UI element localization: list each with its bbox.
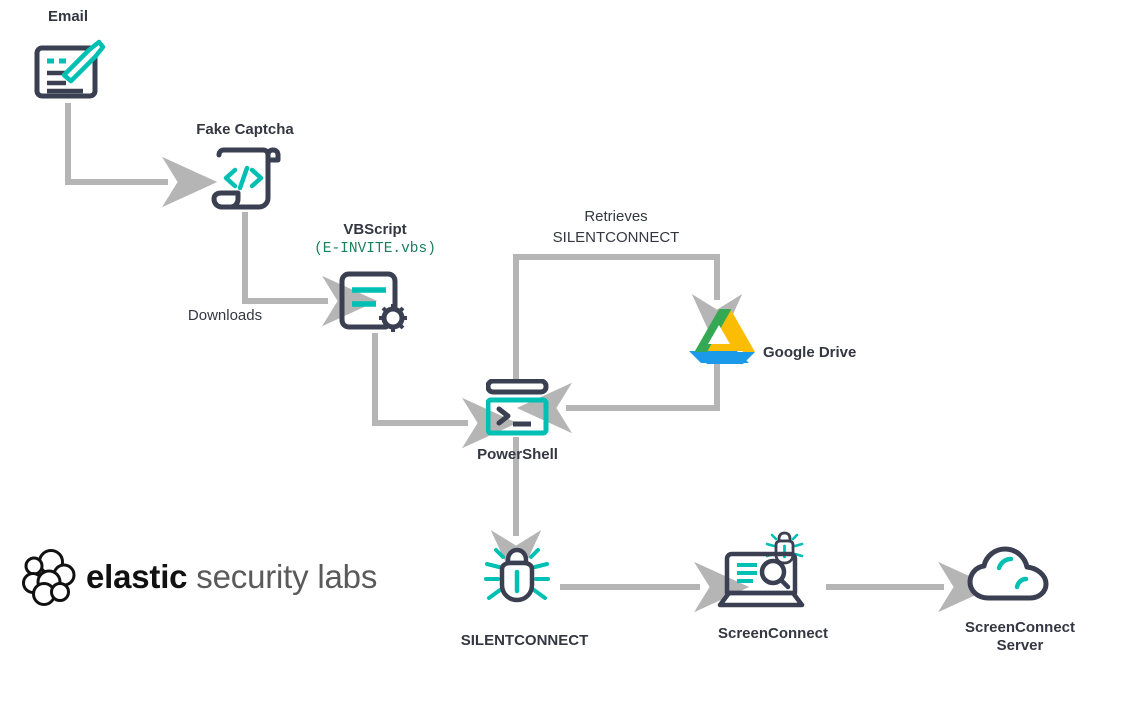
edge-vbscript-to-powershell (372, 333, 518, 449)
edge-google-drive-to-powershell (516, 363, 720, 434)
label-screenconnect-server: ScreenConnect Server (964, 619, 1076, 655)
brand-wordmark: elastic security labs (86, 558, 377, 596)
label-vbscript: VBScript (343, 221, 407, 238)
screen-lines (737, 563, 757, 583)
label-vbscript-filename: (E-INVITE.vbs) (314, 241, 436, 257)
edge-email-to-fake-captcha (65, 103, 218, 208)
elastic-bubbles-logo-icon (22, 549, 76, 606)
node-silentconnect (482, 543, 552, 612)
bug-icon (484, 547, 550, 603)
gear-detail (379, 304, 407, 332)
edge-label-retrieves-line1: Retrieves (584, 208, 648, 225)
edge-powershell-to-google-drive (513, 254, 743, 381)
edge-label-downloads: Downloads (187, 307, 263, 324)
node-google-drive (682, 305, 756, 372)
cloud-icon (967, 546, 1049, 601)
google-drive-icon (689, 309, 755, 364)
label-email: Email (47, 8, 89, 25)
label-screenconnect: ScreenConnect (717, 625, 829, 642)
elastic-security-labs-logo: elastic security labs (20, 548, 377, 606)
label-fake-captcha: Fake Captcha (196, 121, 294, 138)
label-silentconnect: SILENTCONNECT (460, 632, 589, 649)
node-email (33, 36, 106, 109)
label-powershell: PowerShell (477, 446, 558, 463)
code-scroll-icon (211, 147, 281, 210)
email-pencil-icon (34, 39, 106, 99)
node-powershell (485, 378, 550, 442)
terminal-prompt-icon (485, 378, 549, 436)
bug-legs (484, 548, 550, 600)
brand-name-security-labs: security labs (187, 558, 378, 595)
node-fake-captcha (205, 146, 283, 219)
edge-label-retrieves-line2: SILENTCONNECT (552, 229, 680, 246)
laptop-search-bug-icon (717, 531, 805, 608)
brand-name-elastic: elastic (86, 558, 188, 595)
label-google-drive: Google Drive (763, 344, 857, 361)
node-screenconnect-server (966, 545, 1052, 612)
document-gear-icon (339, 271, 407, 332)
edge-fake-captcha-to-vbscript (242, 212, 378, 327)
node-screenconnect (715, 527, 811, 616)
node-vbscript (338, 268, 410, 339)
